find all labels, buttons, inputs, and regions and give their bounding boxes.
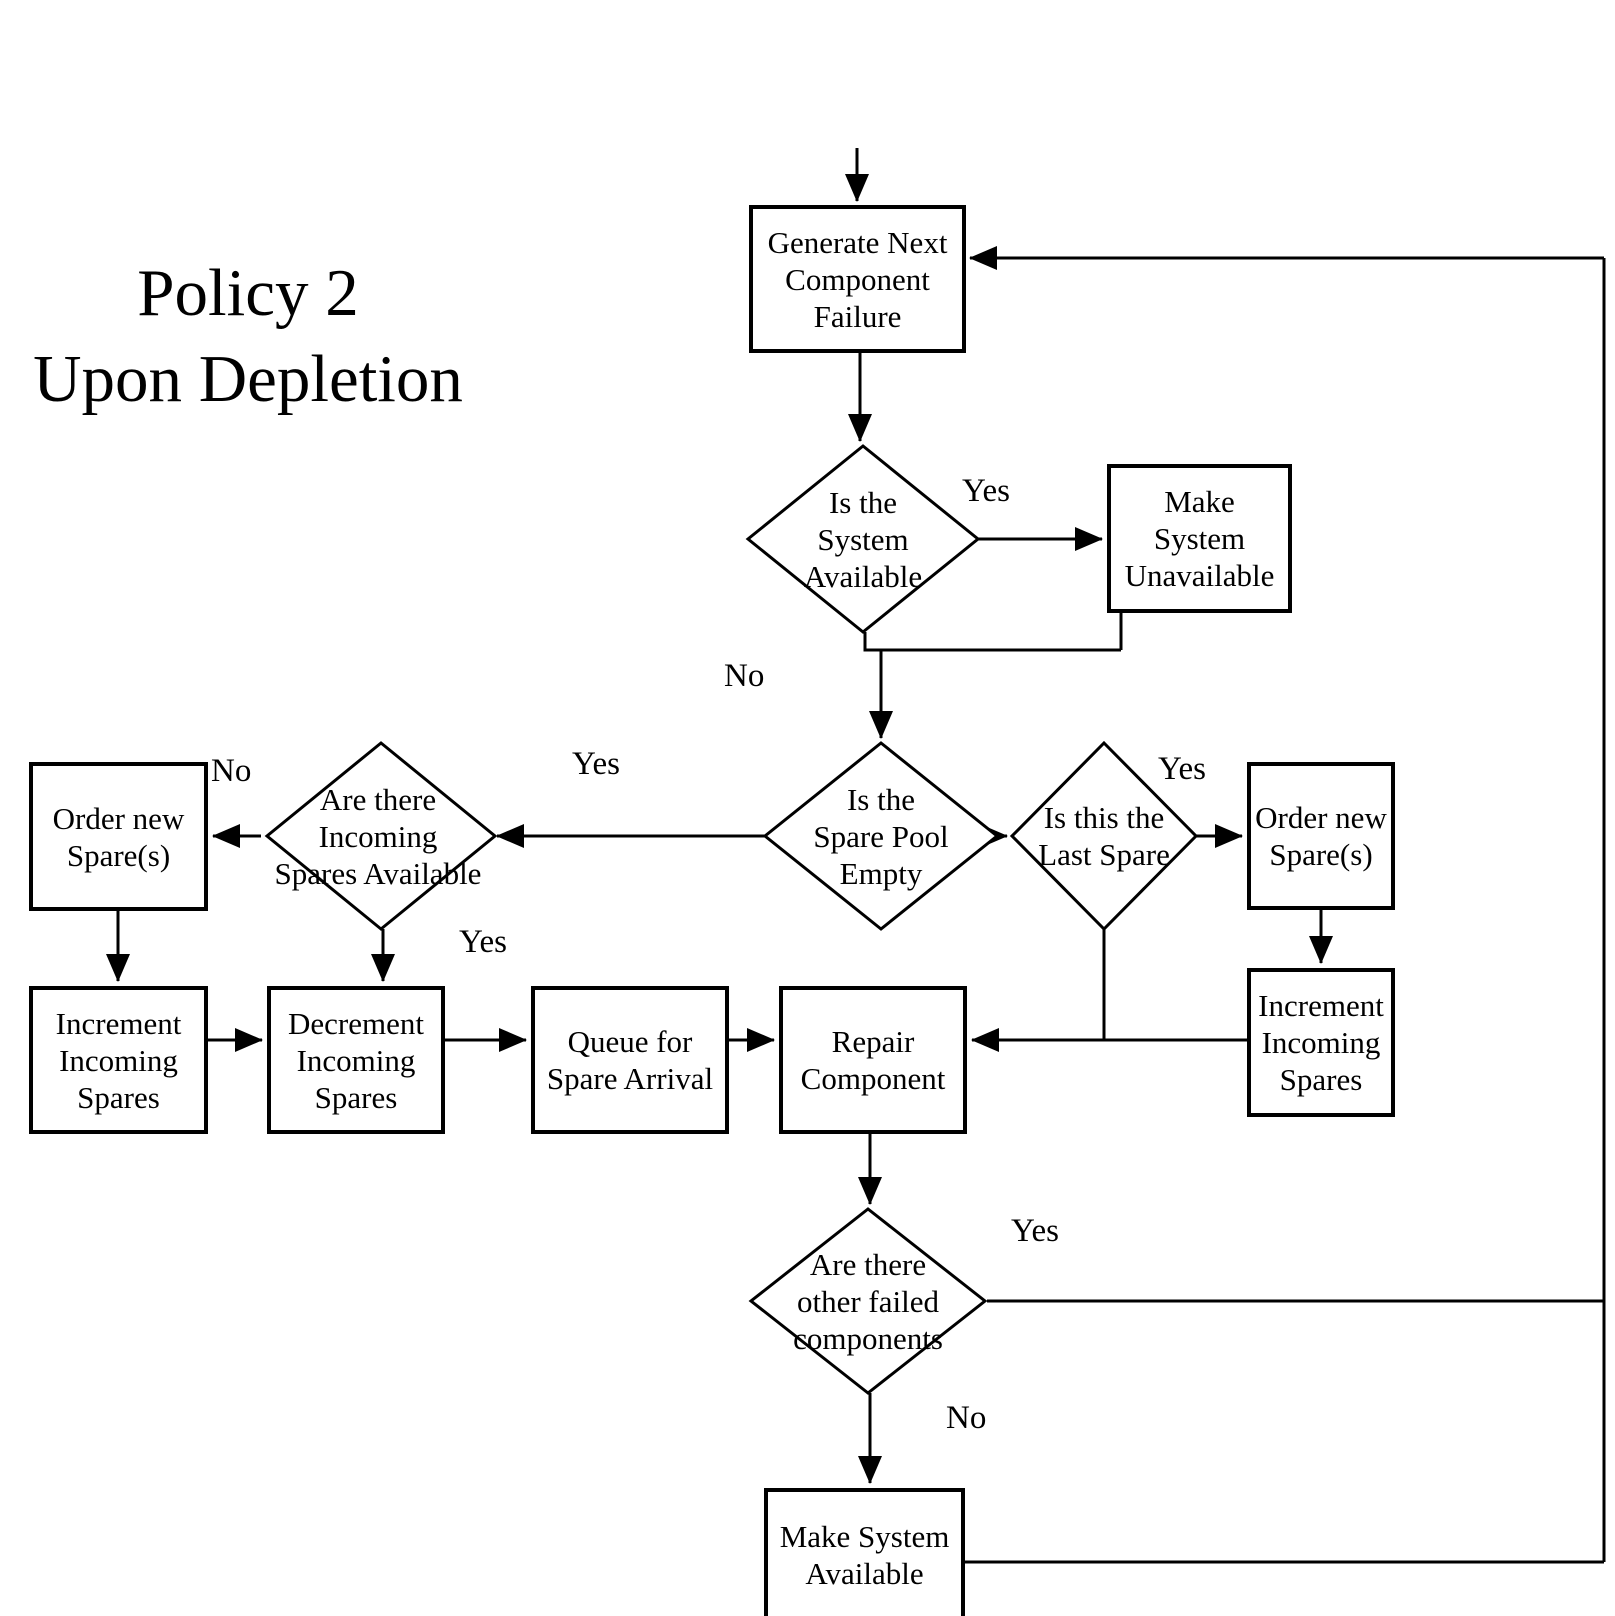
edge-label-last-spare-yes: Yes [1158, 751, 1207, 787]
diamond-are-there-incoming-spares [264, 741, 498, 931]
node-make-system-available: Make System Available [764, 1488, 965, 1616]
diagram-title: Policy 2 Upon Depletion [33, 256, 463, 416]
edge-no-junction [863, 632, 1121, 652]
node-make-system-unavailable: Make System Unavailable [1107, 464, 1292, 613]
edge-label-system-available-no: No [724, 658, 765, 694]
diamond-is-this-the-last-spare [1009, 740, 1199, 932]
node-increment-incoming-spares-left: Increment Incoming Spares [29, 986, 208, 1134]
node-are-there-incoming-spares-available: Are there Incoming Spares Available [274, 782, 482, 891]
edge-label-system-available-yes: Yes [962, 473, 1011, 509]
node-increment-incoming-spares-right: Increment Incoming Spares [1247, 968, 1395, 1117]
node-order-new-spares-left: Order new Spare(s) [29, 762, 208, 911]
diamond-is-system-available [745, 444, 981, 634]
diamond-are-there-other-failed [748, 1207, 988, 1395]
edge-label-other-failed-no: No [946, 1400, 987, 1436]
node-queue-for-spare-arrival: Queue for Spare Arrival [531, 986, 729, 1134]
edge-label-incoming-spares-no: No [211, 753, 252, 789]
edge-label-spare-pool-yes: Yes [572, 746, 621, 782]
node-is-spare-pool-empty: Is the Spare Pool Empty [813, 782, 949, 891]
node-is-this-the-last-spare: Is this the Last Spare [1038, 800, 1170, 872]
edge-label-other-failed-yes: Yes [1011, 1213, 1060, 1249]
node-order-new-spares-right: Order new Spare(s) [1247, 762, 1395, 910]
node-generate-next-component-failure: Generate Next Component Failure [749, 205, 966, 353]
edge-label-incoming-spares-yes: Yes [459, 924, 508, 960]
node-are-there-other-failed-components: Are there other failed components [793, 1247, 943, 1356]
diamond-is-spare-pool-empty [762, 741, 1000, 931]
node-decrement-incoming-spares: Decrement Incoming Spares [267, 986, 445, 1134]
node-is-system-available: Is the System Available [803, 485, 923, 594]
node-repair-component: Repair Component [779, 986, 967, 1134]
